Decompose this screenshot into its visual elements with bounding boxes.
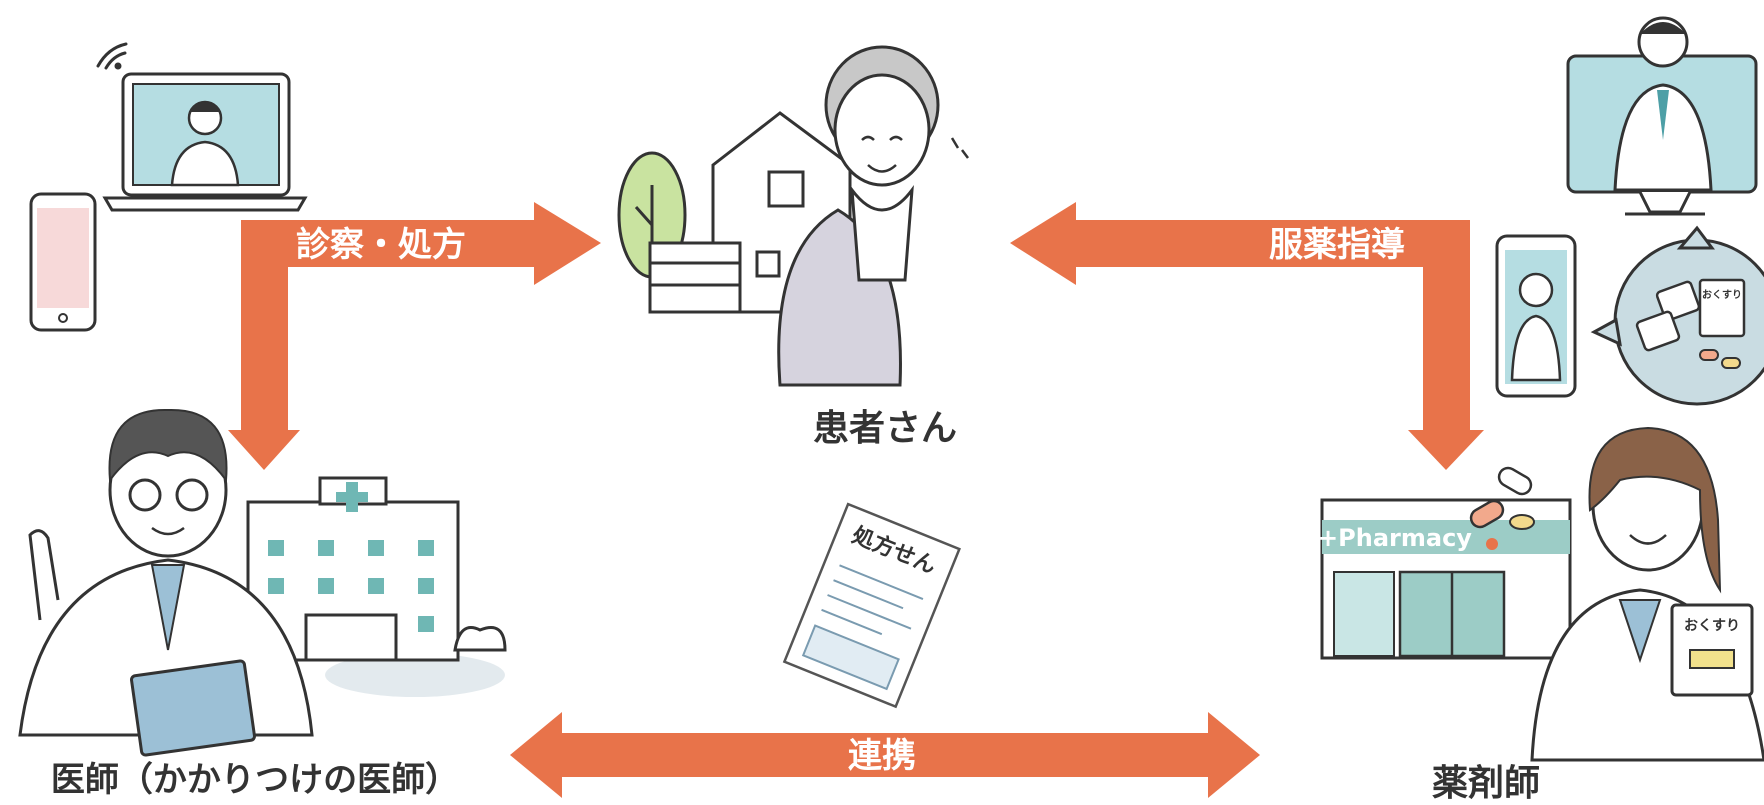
prescription-paper-icon: 処方せん [782,502,961,709]
pharmacist-label: 薬剤師 [1432,763,1540,804]
arrow-cooperation [510,712,1260,798]
pharmacist-figure: おくすり [1530,426,1764,762]
arrow-guidance [1010,202,1484,470]
consult-label: 診察・処方 [296,225,466,265]
medicine-book-label: おくすり [1684,618,1740,634]
smartphone-icon [29,192,97,332]
pills-icon [1469,466,1535,550]
arrow-consult [228,202,601,470]
laptop-doctor-icon [102,72,308,212]
pharmacy-sign: +Pharmacy [1318,524,1472,552]
monitor-doctor-icon [1566,16,1758,216]
pharmacist-phone-icon [1495,234,1577,398]
speech-bubble-icon: おくすり [1590,225,1764,406]
patient-label: 患者さん [813,408,957,449]
cooperation-label: 連携 [848,736,916,776]
patient-figure [777,45,969,387]
pill-pack-label: おくすり [1702,289,1742,301]
doctor-label: 医師（かかりつけの医師） [51,760,459,800]
wifi-icon [96,42,128,70]
doctor-figure [18,408,314,757]
guidance-label: 服薬指導 [1269,225,1405,265]
